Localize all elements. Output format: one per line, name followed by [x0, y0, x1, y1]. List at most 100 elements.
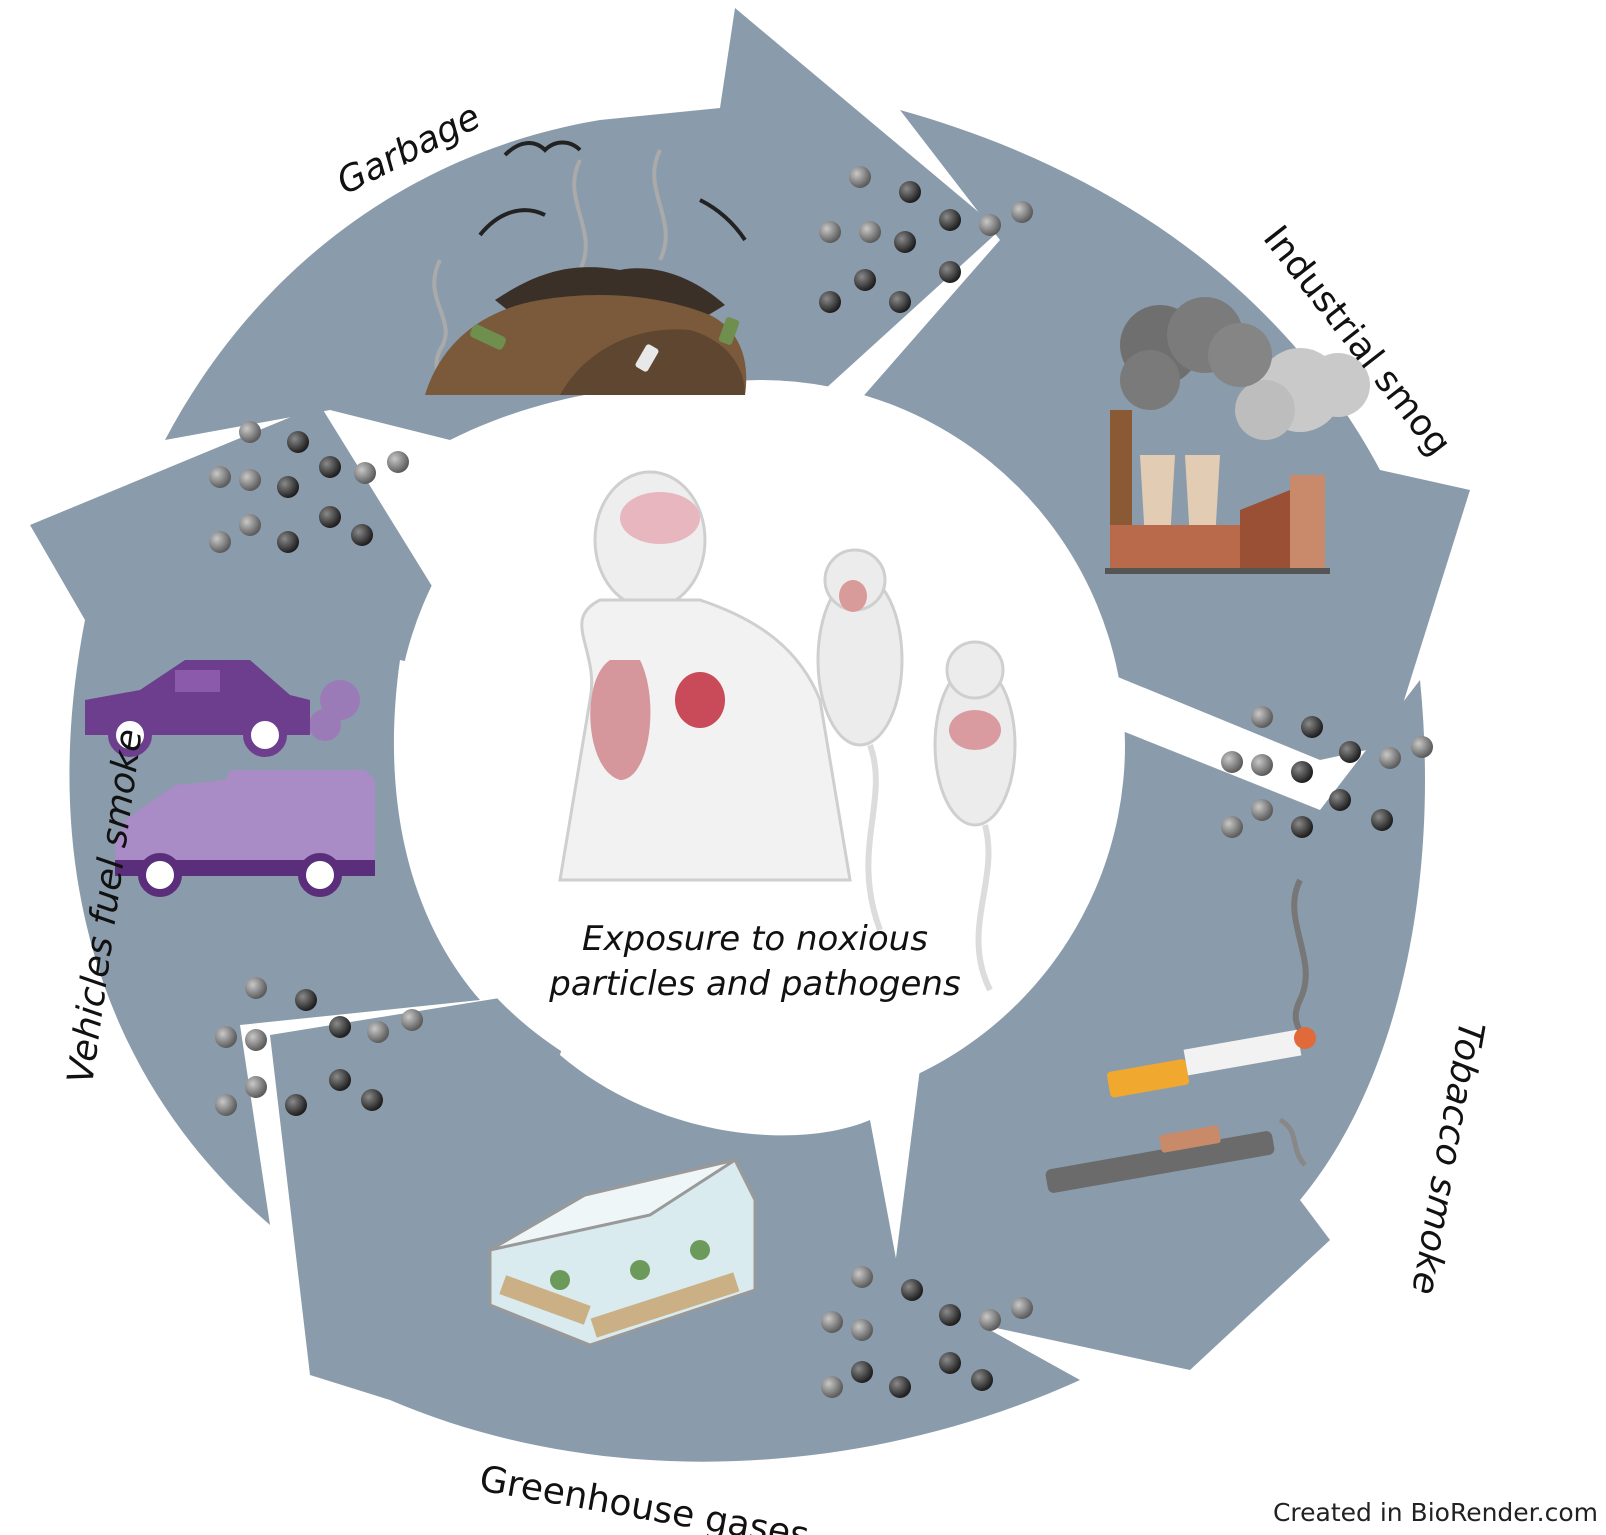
bird — [503, 140, 582, 157]
mouse-dissected-icon — [933, 640, 1017, 992]
bottle — [635, 344, 659, 372]
mouse-tail — [975, 824, 993, 992]
particle — [979, 214, 1001, 236]
cooling-tower — [1140, 455, 1175, 540]
particles-vehicles — [209, 421, 409, 553]
mouse-icon — [816, 548, 904, 932]
particle — [821, 1311, 843, 1333]
particle — [295, 989, 317, 1011]
planter — [590, 1272, 740, 1338]
particle — [1011, 201, 1033, 223]
particle — [329, 1016, 351, 1038]
particle — [319, 506, 341, 528]
particle — [1251, 706, 1273, 728]
particle — [859, 221, 881, 243]
car-wheel — [243, 713, 287, 757]
particle — [354, 462, 376, 484]
particles-garbage — [819, 166, 1033, 313]
particle — [939, 1304, 961, 1326]
particle — [1291, 761, 1313, 783]
plant — [690, 1240, 710, 1260]
particle — [899, 181, 921, 203]
ground — [1105, 568, 1330, 574]
particles-tobacco — [821, 1266, 1033, 1398]
bird — [478, 208, 546, 237]
smell-line — [572, 159, 588, 271]
smoke-cloud — [1120, 350, 1180, 410]
arrow-tobacco — [890, 680, 1425, 1370]
particle — [239, 469, 261, 491]
human-body-icon — [558, 470, 852, 882]
mouse-tail — [865, 743, 883, 932]
particle — [851, 1319, 873, 1341]
particle — [329, 1069, 351, 1091]
particle — [901, 1279, 923, 1301]
center-text-line2: particles and pathogens — [548, 964, 960, 1004]
van-wheel — [298, 853, 342, 897]
cooling-tower — [1185, 455, 1220, 540]
exhaust-cloud — [309, 709, 341, 741]
van-body — [115, 770, 375, 875]
e-cig-body — [1045, 1131, 1275, 1193]
particle — [285, 1094, 307, 1116]
particle — [351, 524, 373, 546]
particle — [239, 421, 261, 443]
mouse-head — [945, 640, 1005, 700]
mouse-lungs — [949, 710, 1001, 750]
bottle — [470, 324, 506, 350]
van-wheel — [138, 853, 182, 897]
bottle — [718, 317, 740, 345]
particle — [939, 1352, 961, 1374]
biorender-credit: Created in BioRender.com — [1272, 1498, 1598, 1527]
particle — [939, 261, 961, 283]
particle — [971, 1369, 993, 1391]
particle — [239, 514, 261, 536]
particle — [245, 1029, 267, 1051]
particle — [851, 1361, 873, 1383]
particle — [1329, 789, 1351, 811]
cigarette-ember — [1294, 1027, 1316, 1049]
mouse-nose — [839, 580, 867, 612]
bird — [699, 198, 747, 242]
smell-line — [652, 149, 668, 261]
particle — [319, 456, 341, 478]
particle — [1011, 1297, 1033, 1319]
factory-building — [1110, 525, 1245, 570]
particle — [1339, 741, 1361, 763]
planter — [499, 1275, 591, 1325]
greenhouse-icon — [488, 1158, 757, 1347]
particle — [889, 291, 911, 313]
car-window — [175, 670, 220, 692]
smoke-cloud — [1306, 353, 1370, 417]
particle — [821, 1376, 843, 1398]
particle — [1221, 816, 1243, 838]
particle — [1301, 716, 1323, 738]
factory-icon — [1105, 297, 1370, 574]
particle — [854, 269, 876, 291]
factory-building — [1240, 490, 1290, 570]
heart — [675, 672, 725, 728]
particle — [1221, 751, 1243, 773]
particle — [277, 476, 299, 498]
particle — [1251, 799, 1273, 821]
e-cigarette-icon — [1045, 1117, 1307, 1193]
particle — [277, 531, 299, 553]
particle — [1251, 754, 1273, 776]
particle — [979, 1309, 1001, 1331]
particles-greenhouse — [215, 977, 423, 1116]
greenhouse-roof — [489, 1158, 736, 1252]
lungs — [590, 660, 651, 780]
particles-industrial — [1221, 706, 1433, 838]
vapor — [1278, 1117, 1307, 1167]
cigarette-filter — [1107, 1059, 1190, 1098]
particle — [1379, 747, 1401, 769]
particle — [819, 291, 841, 313]
particle — [387, 451, 409, 473]
particle — [209, 466, 231, 488]
particle — [245, 1076, 267, 1098]
cigarette-body — [1183, 1029, 1302, 1076]
particle — [401, 1009, 423, 1031]
brain — [620, 492, 700, 544]
arrow-industrial — [860, 110, 1470, 760]
